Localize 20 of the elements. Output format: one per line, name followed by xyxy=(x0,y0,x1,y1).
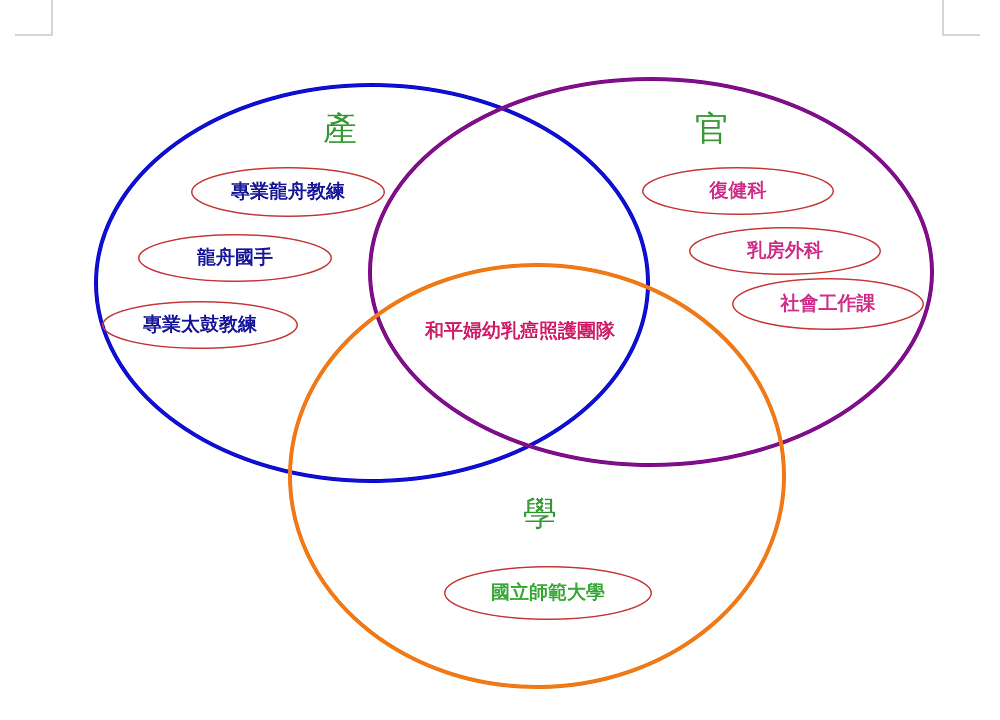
venn-ellipse xyxy=(368,77,934,467)
label-ellipse xyxy=(138,234,332,282)
label-ellipse xyxy=(191,167,385,217)
member-label: 專業太鼓教練 xyxy=(142,314,258,336)
member-label: 復健科 xyxy=(708,180,768,202)
label-ellipse xyxy=(732,278,924,330)
member-label: 乳房外科 xyxy=(746,240,824,262)
category-heading: 學 xyxy=(523,497,557,531)
member-label: 社會工作課 xyxy=(779,294,876,314)
member-label: 國立師範大學 xyxy=(490,582,606,604)
member-label: 專業龍舟教練 xyxy=(230,182,346,202)
category-heading: 官 xyxy=(695,112,729,146)
category-heading: 產 xyxy=(323,112,357,146)
venn-ellipse xyxy=(94,83,650,483)
label-ellipse xyxy=(642,167,834,215)
overlap-label: 和平婦幼乳癌照護團隊 xyxy=(424,319,616,344)
label-ellipse xyxy=(444,566,652,620)
label-ellipse xyxy=(102,301,298,349)
label-ellipse xyxy=(689,227,881,275)
member-label: 龍舟國手 xyxy=(196,248,274,268)
